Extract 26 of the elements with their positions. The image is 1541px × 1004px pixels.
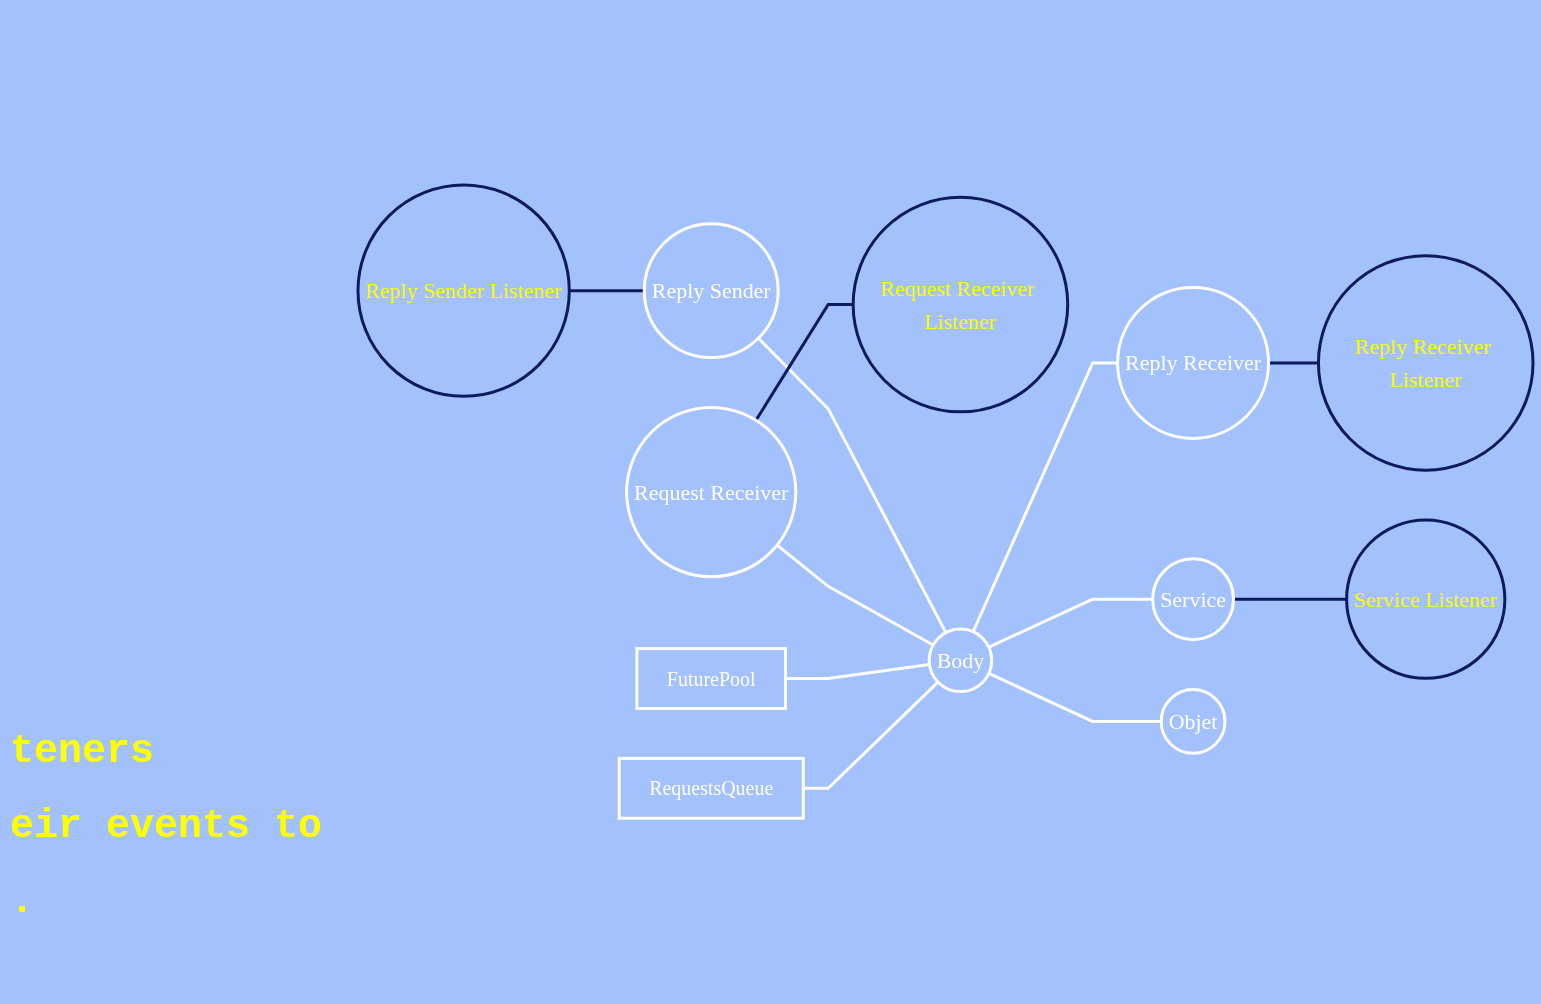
node-box: RequestsQueue xyxy=(617,757,805,821)
connector xyxy=(754,303,854,422)
node-circle: Objet xyxy=(1159,688,1227,756)
connector xyxy=(1268,361,1319,365)
node-circle: Reply Sender Listener xyxy=(356,183,571,399)
connector xyxy=(569,289,645,293)
connector xyxy=(971,361,1118,633)
note-text: teners xyxy=(10,729,156,774)
connector xyxy=(776,544,934,647)
connector xyxy=(803,681,939,791)
note-text: eir events to xyxy=(10,804,324,849)
node-circle: Service Listener xyxy=(1345,519,1507,681)
connector xyxy=(785,663,930,681)
connector xyxy=(988,672,1162,724)
node-circle: Body xyxy=(927,627,994,694)
node-circle: Reply Sender xyxy=(642,222,780,360)
node-circle: Reply Receiver Listener xyxy=(1316,254,1535,473)
connector xyxy=(757,337,948,634)
note-text: . xyxy=(10,879,35,924)
node-circle: Reply Receiver xyxy=(1116,286,1271,441)
node-circle: Request Receiver Listener xyxy=(851,196,1070,414)
connector xyxy=(1233,598,1347,602)
node-circle: Service xyxy=(1151,557,1235,642)
node-circle: Request Receiver xyxy=(625,406,798,579)
node-box: FuturePool xyxy=(635,647,787,711)
connector xyxy=(988,598,1153,649)
